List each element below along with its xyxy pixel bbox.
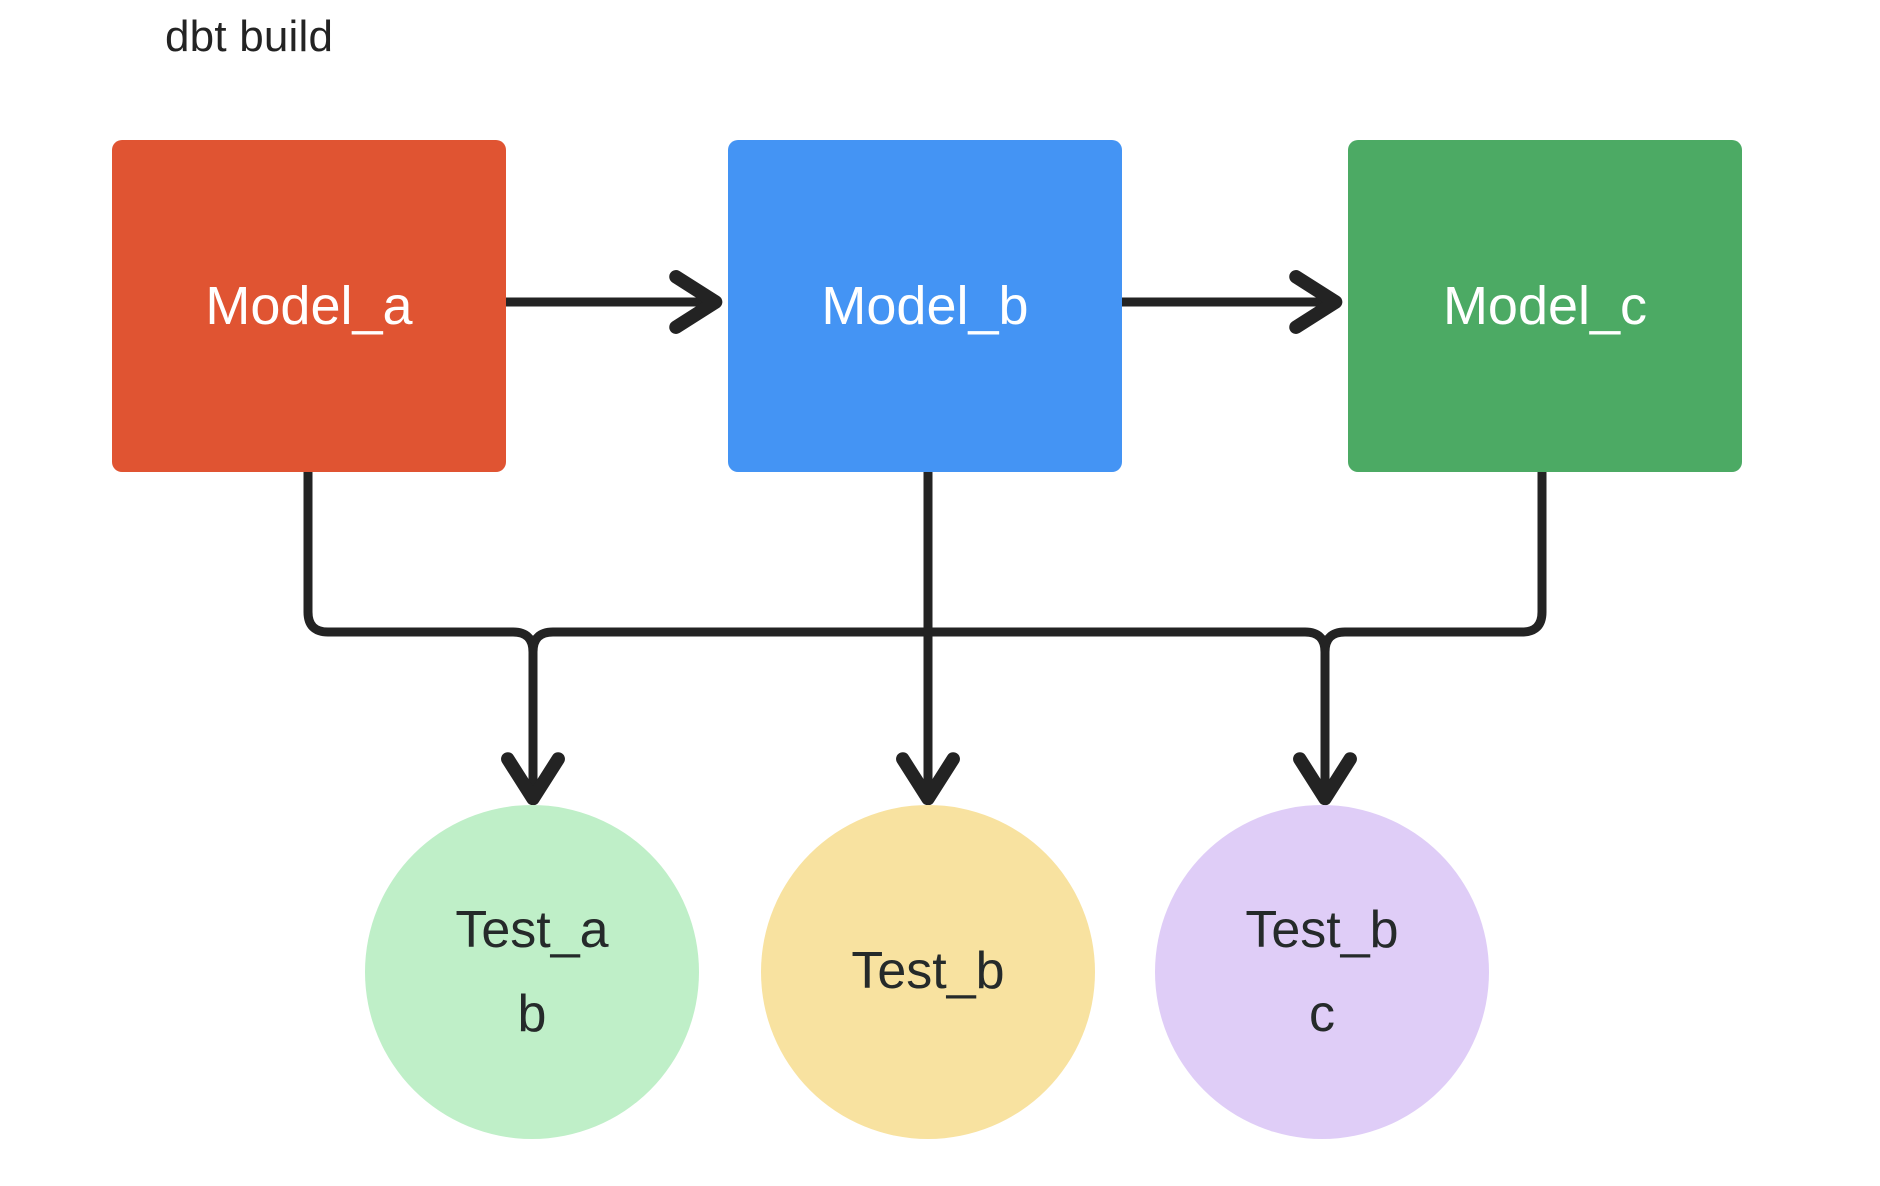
node-label-test-bc: Test_bc bbox=[1245, 900, 1399, 1043]
node-model-c[interactable]: Model_c bbox=[1348, 140, 1742, 472]
edge-bus-to-test-bc bbox=[923, 627, 1330, 657]
node-label-model-b: Model_b bbox=[821, 275, 1029, 336]
node-test-b[interactable]: Test_b bbox=[761, 805, 1095, 1139]
node-test-ab[interactable]: Test_ab bbox=[365, 805, 699, 1139]
edge-bus-right-to-test-ab bbox=[528, 627, 933, 657]
edge-model-a-to-bus bbox=[303, 467, 538, 657]
node-model-a[interactable]: Model_a bbox=[112, 140, 506, 472]
node-model-b[interactable]: Model_b bbox=[728, 140, 1122, 472]
node-label-test-b: Test_b bbox=[851, 942, 1005, 1001]
node-label-test-ab: Test_ab bbox=[455, 900, 609, 1043]
edge-model-c-to-bus bbox=[1320, 467, 1547, 657]
node-test-bc[interactable]: Test_bc bbox=[1155, 805, 1489, 1139]
diagram-title: dbt build bbox=[165, 12, 334, 61]
node-label-model-a: Model_a bbox=[205, 275, 413, 336]
node-label-model-c: Model_c bbox=[1442, 275, 1648, 336]
